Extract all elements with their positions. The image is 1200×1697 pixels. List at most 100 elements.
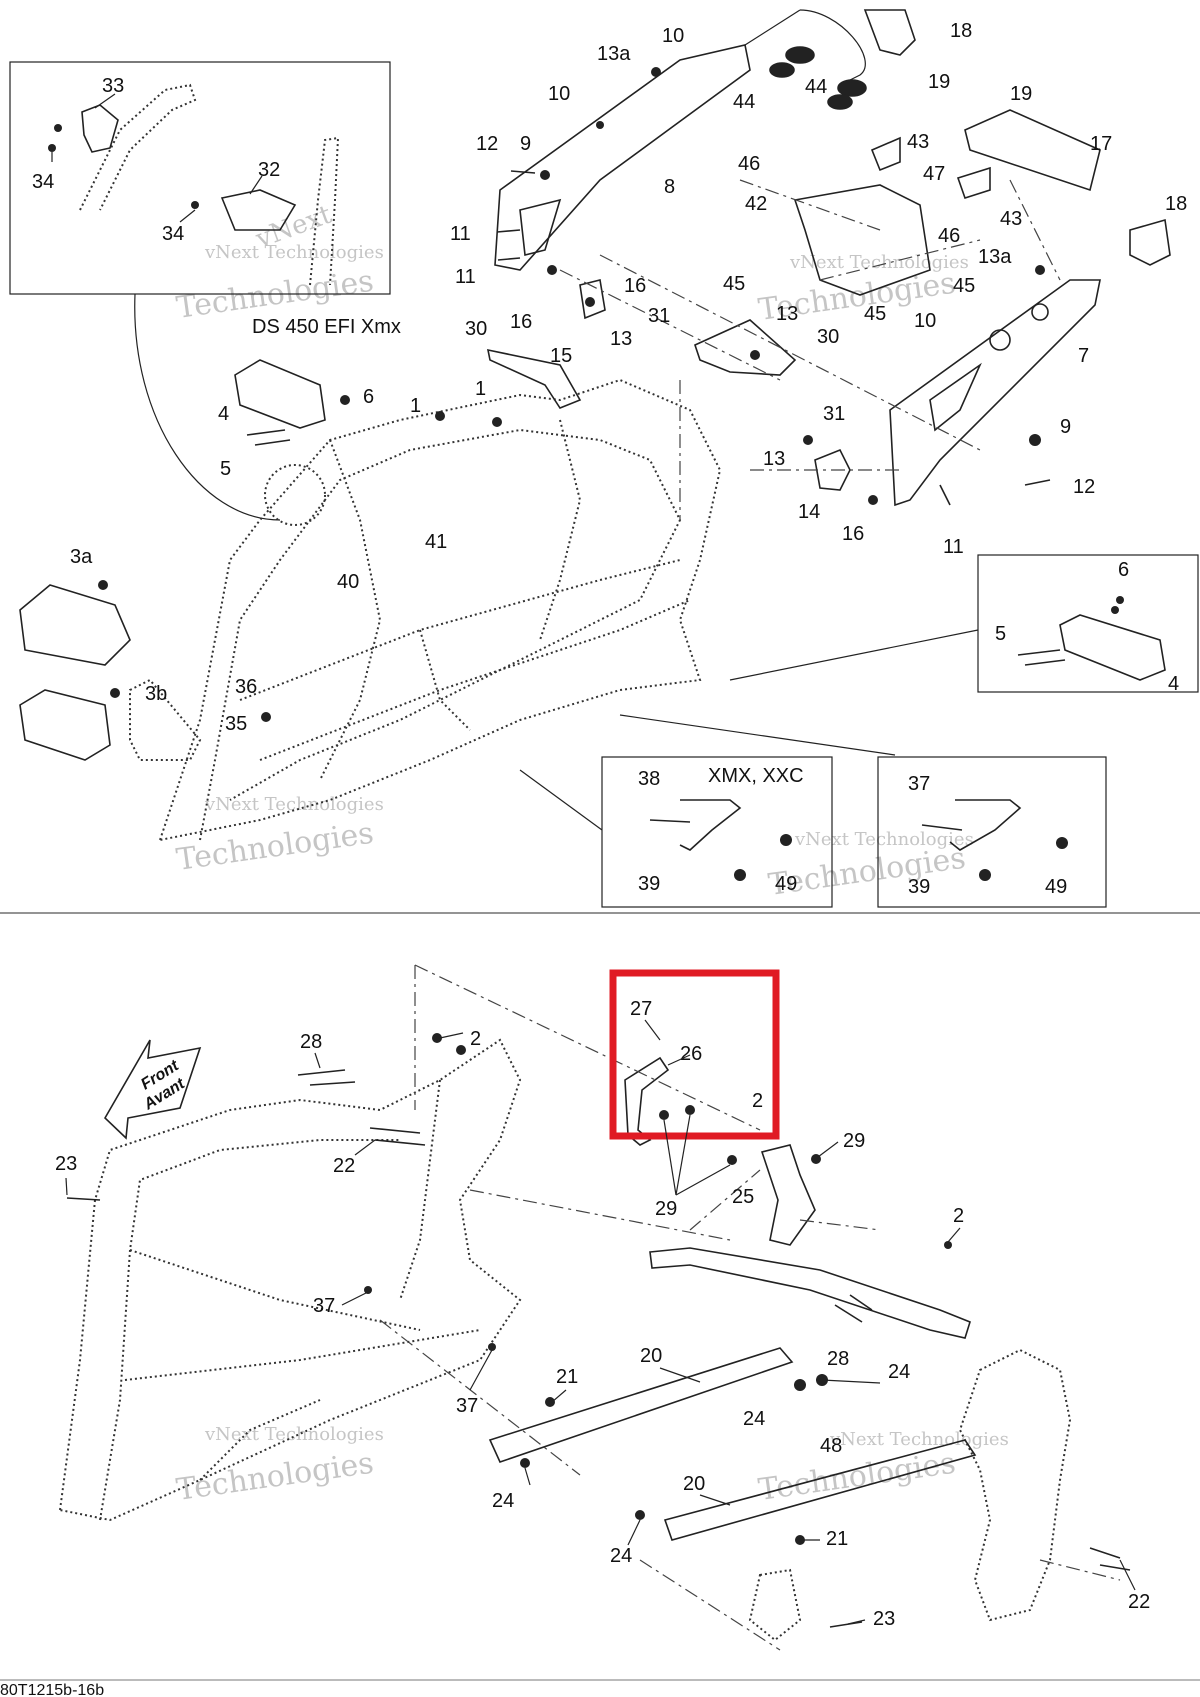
callout-8: 8 — [664, 176, 675, 198]
callout-43: 43 — [907, 131, 929, 153]
callout-17: 17 — [1090, 133, 1112, 155]
callout-45: 45 — [723, 273, 745, 295]
watermark-text: vNext Technologies — [829, 1429, 1009, 1450]
bracket-part-25 — [760, 1144, 816, 1246]
callout-12: 12 — [476, 133, 498, 155]
callout-37: 37 — [456, 1395, 478, 1417]
callout-5: 5 — [995, 623, 1006, 645]
guard-part-32 — [220, 189, 297, 231]
callout-37: 37 — [908, 773, 930, 795]
callout-45: 45 — [864, 303, 886, 325]
callout-41: 41 — [425, 531, 447, 553]
callout-1: 1 — [475, 378, 486, 400]
callout-44: 44 — [805, 76, 827, 98]
inset-guard-detail: 33 34 32 34 — [9, 61, 391, 295]
label-ds450: DS 450 EFI Xmx — [252, 316, 401, 338]
inset-frame — [601, 756, 833, 908]
callout-25: 25 — [732, 1186, 754, 1208]
front-direction-arrow: Front Avant — [103, 1039, 202, 1140]
inset-37-39-49: 37 39 49 — [877, 756, 1107, 908]
callout-48: 48 — [820, 1435, 842, 1457]
rail-part-7 — [889, 279, 1101, 507]
watermark-text: vNext Technologies — [794, 829, 974, 850]
front-knuckle — [958, 1348, 1072, 1622]
callout-22: 22 — [1128, 1591, 1150, 1613]
inset-xmx-xxc: XMX, XXC 38 39 49 — [601, 756, 833, 908]
callout-34: 34 — [32, 171, 54, 193]
callout-24: 24 — [492, 1490, 514, 1512]
guard-part-3b — [19, 689, 111, 761]
callouts-top: 13a 10 10 12 9 8 11 11 16 16 15 13 18 44… — [70, 20, 1187, 735]
callout-16: 16 — [624, 275, 646, 297]
callout-13: 13 — [763, 448, 785, 470]
callout-14: 14 — [798, 501, 820, 523]
watermark-text: vNext Technologies — [204, 794, 384, 815]
callout-2: 2 — [953, 1205, 964, 1227]
callout-24: 24 — [888, 1361, 910, 1383]
bracket-part-30 — [486, 348, 582, 409]
fasteners-top — [98, 67, 1051, 722]
bracket-part-48 — [748, 1568, 802, 1642]
frame-tube-outline — [309, 136, 340, 286]
watermark-text: vNext Technologies — [204, 242, 384, 263]
callout-10: 10 — [548, 83, 570, 105]
callout-10: 10 — [662, 25, 684, 47]
assembly-lines-top — [559, 179, 1061, 520]
watermark-text: vNext Technologies — [204, 1424, 384, 1445]
watermarks: vNext Technologies Technologies vNext vN… — [174, 200, 1009, 1508]
callouts-bottom: 27 26 2 28 2 22 23 29 29 25 2 37 37 28 2… — [55, 998, 1150, 1630]
leader-arrow — [619, 714, 896, 756]
inset-frame — [9, 61, 391, 295]
callout-37: 37 — [313, 1295, 335, 1317]
callout-42: 42 — [745, 193, 767, 215]
callout-49: 49 — [1045, 876, 1067, 898]
callout-39: 39 — [638, 873, 660, 895]
callout-33: 33 — [102, 75, 124, 97]
callout-30: 30 — [817, 326, 839, 348]
plate-part-42 — [793, 184, 931, 296]
bracket-part-26 — [624, 1056, 670, 1146]
callout-47: 47 — [923, 163, 945, 185]
callout-40: 40 — [337, 571, 359, 593]
callout-26: 26 — [680, 1043, 702, 1065]
frame-tube-outline — [79, 83, 197, 211]
callout-1: 1 — [410, 395, 421, 417]
leader-arrow — [519, 769, 603, 831]
watermark-text: Technologies — [756, 1446, 957, 1508]
bracket-part-18 — [863, 9, 916, 56]
callout-11: 11 — [450, 223, 471, 245]
callout-23: 23 — [873, 1608, 895, 1630]
callout-31: 31 — [823, 403, 845, 425]
callout-15: 15 — [550, 345, 572, 367]
fasteners-bottom — [66, 1033, 1131, 1628]
bracket-part-30 — [694, 319, 797, 376]
main-frame-bottom — [58, 1038, 522, 1522]
callout-29: 29 — [843, 1130, 865, 1152]
detail-circle — [264, 464, 326, 526]
callout-13: 13 — [776, 303, 798, 325]
callout-11: 11 — [455, 266, 476, 288]
callout-28: 28 — [827, 1348, 849, 1370]
label-xmx-xxc: XMX, XXC — [708, 765, 804, 787]
callout-29: 29 — [655, 1198, 677, 1220]
bracket-part-43 — [870, 136, 901, 172]
callout-11: 11 — [943, 536, 964, 558]
callout-3a: 3a — [70, 546, 93, 568]
rail-part-8 — [494, 9, 866, 271]
leader-lines-bottom — [65, 1019, 1136, 1625]
watermark-text: vNext Technologies — [789, 252, 969, 273]
callout-6: 6 — [1118, 559, 1129, 581]
main-frame-top — [129, 378, 722, 842]
callout-16: 16 — [510, 311, 532, 333]
callout-13a: 13a — [978, 246, 1012, 268]
callout-35: 35 — [225, 713, 247, 735]
callout-21: 21 — [826, 1528, 848, 1550]
callout-24: 24 — [743, 1408, 765, 1430]
callout-27: 27 — [630, 998, 652, 1020]
callout-10: 10 — [914, 310, 936, 332]
callout-2: 2 — [752, 1090, 763, 1112]
callout-34: 34 — [162, 223, 184, 245]
callout-5: 5 — [220, 458, 231, 480]
